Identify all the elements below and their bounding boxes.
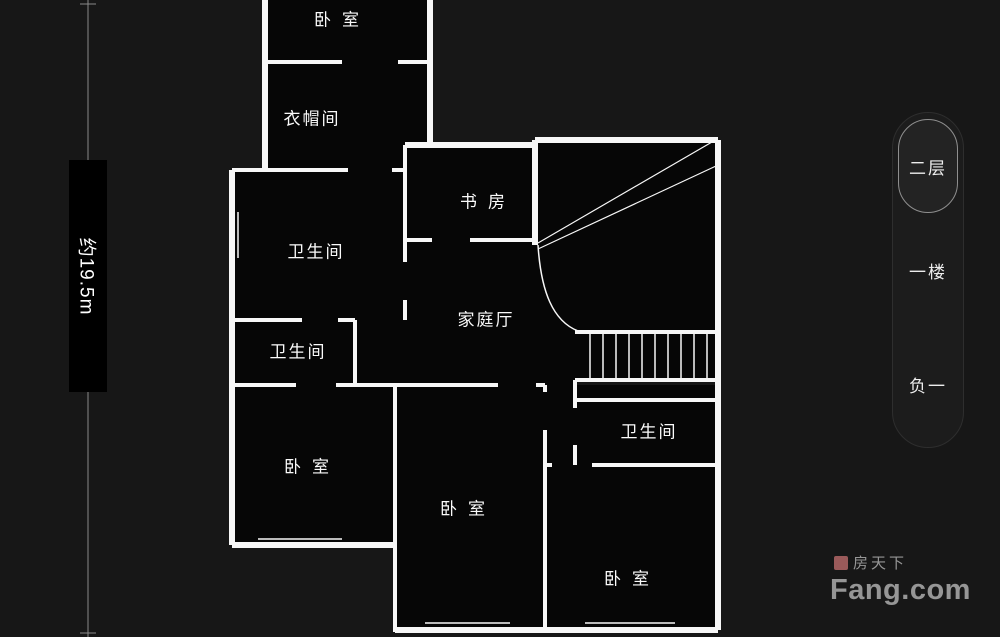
floor-option-1f[interactable]: 一楼 bbox=[893, 213, 963, 327]
room-label-bedroom-center: 卧室 bbox=[440, 499, 496, 519]
room-label-bathroom-middle: 卫生间 bbox=[269, 342, 327, 362]
room-label-family-hall: 家庭厅 bbox=[457, 310, 515, 330]
staircase bbox=[589, 332, 708, 380]
dimension-label-text: 约19.5m bbox=[75, 237, 97, 315]
floor-selector: 二层 一楼 负一 bbox=[892, 112, 964, 448]
room-fills bbox=[232, 0, 718, 632]
floor-option-1f-label: 一楼 bbox=[909, 262, 947, 282]
stair-arc bbox=[537, 244, 579, 332]
dimension-label: 约19.5m bbox=[69, 160, 107, 392]
room-label-bedroom-top: 卧室 bbox=[314, 10, 370, 30]
interior-walls bbox=[232, 60, 718, 632]
outer-walls bbox=[229, 0, 721, 633]
floor-option-2f-label: 二层 bbox=[909, 158, 947, 178]
fang-site-name: 房天下 bbox=[853, 555, 908, 572]
floor-option-b1-label: 负一 bbox=[909, 376, 947, 396]
room-label-bedroom-bottom-right: 卧室 bbox=[604, 569, 660, 589]
room-label-study: 书房 bbox=[460, 192, 516, 212]
room-label-bedroom-left: 卧室 bbox=[284, 457, 340, 477]
room-label-cloakroom: 衣帽间 bbox=[283, 109, 341, 129]
fang-logo: 房天下 Fang.com bbox=[830, 552, 980, 607]
windows bbox=[237, 212, 675, 624]
fang-logo-icon bbox=[834, 555, 848, 570]
room-label-bathroom-right: 卫生间 bbox=[620, 422, 678, 442]
room-label-bathroom-upper: 卫生间 bbox=[287, 242, 345, 262]
floor-option-2f[interactable]: 二层 bbox=[898, 119, 958, 213]
fang-site-domain: Fang.com bbox=[830, 574, 971, 606]
void-diagonal-lines bbox=[537, 141, 717, 250]
floor-option-b1[interactable]: 负一 bbox=[893, 327, 963, 441]
